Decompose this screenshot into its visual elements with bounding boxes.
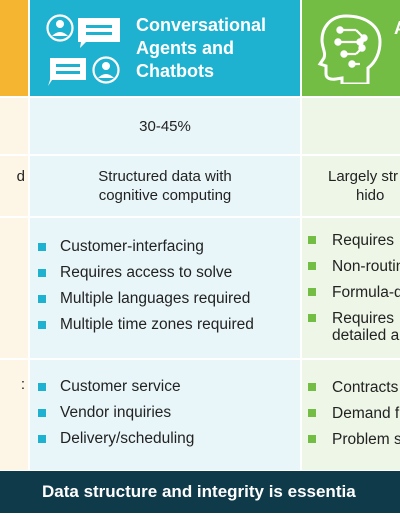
list-item: Formula-d	[308, 283, 400, 302]
header-title-line: Conversational	[136, 15, 267, 35]
list-item: Customer service	[38, 377, 194, 397]
header-ai-title-fragment: A	[394, 18, 400, 39]
list-item: Non-routin	[308, 257, 400, 276]
row-characteristics-left	[0, 218, 28, 358]
square-bullet-icon	[308, 236, 316, 244]
square-bullet-icon	[308, 288, 316, 296]
row-data-type-mid: Structured data with cognitive computing	[30, 156, 300, 216]
data-type-text: Structured data with cognitive computing	[30, 156, 300, 216]
footer-text: Data structure and integrity is essentia	[42, 482, 356, 501]
right-data-type-line: hido	[356, 187, 385, 204]
square-bullet-icon	[38, 435, 46, 443]
square-bullet-icon	[38, 383, 46, 391]
list-item: Contracts	[308, 378, 400, 397]
right-characteristics-list: Requires Non-routin Formula-d Requires d…	[308, 231, 400, 352]
header-title: Conversational Agents and Chatbots	[136, 14, 266, 83]
square-bullet-icon	[38, 409, 46, 417]
header-left-column	[0, 0, 28, 96]
list-item: Delivery/scheduling	[38, 429, 194, 449]
list-item: Demand f	[308, 404, 400, 423]
list-item: Problem s	[308, 430, 400, 449]
use-cases-list: Customer service Vendor inquiries Delive…	[38, 377, 194, 455]
list-item: Requires	[308, 231, 400, 250]
square-bullet-icon	[308, 262, 316, 270]
square-bullet-icon	[38, 321, 46, 329]
row-use-cases-mid: Customer service Vendor inquiries Delive…	[30, 360, 300, 470]
list-item: detailed a	[332, 327, 400, 344]
square-bullet-icon	[308, 435, 316, 443]
header-conversational-agents: Conversational Agents and Chatbots	[30, 0, 300, 96]
header-ai-column: A	[302, 0, 400, 96]
square-bullet-icon	[38, 269, 46, 277]
person-chat-icon	[46, 14, 120, 86]
square-bullet-icon	[308, 383, 316, 391]
row-characteristics-right: Requires Non-routin Formula-d Requires d…	[302, 218, 400, 358]
row-data-type-left: d	[0, 156, 28, 216]
header-title-line: Agents and	[136, 38, 235, 58]
right-data-type-line: Largely str	[328, 168, 399, 185]
list-item: Requires access to solve	[38, 263, 254, 283]
row-percent-left	[0, 98, 28, 154]
row-use-cases-right: Contracts Demand f Problem s	[302, 360, 400, 470]
square-bullet-icon	[38, 243, 46, 251]
row-percent-right	[302, 98, 400, 154]
footer-banner: Data structure and integrity is essentia	[0, 471, 400, 513]
list-item: Multiple time zones required	[38, 315, 254, 335]
characteristics-list: Customer-interfacing Requires access to …	[38, 237, 254, 341]
list-item: Multiple languages required	[38, 289, 254, 309]
square-bullet-icon	[308, 409, 316, 417]
right-use-cases-list: Contracts Demand f Problem s	[308, 378, 400, 456]
list-item: Requires	[308, 309, 400, 328]
row-use-cases-left: :	[0, 360, 28, 470]
header-title-line: Chatbots	[136, 61, 214, 81]
ai-head-icon	[317, 14, 382, 84]
list-item: Customer-interfacing	[38, 237, 254, 257]
left-text-fragment: :	[20, 376, 25, 393]
square-bullet-icon	[308, 314, 316, 322]
list-item: Vendor inquiries	[38, 403, 194, 423]
row-characteristics-mid: Customer-interfacing Requires access to …	[30, 218, 300, 358]
square-bullet-icon	[38, 295, 46, 303]
data-type-line: Structured data with	[98, 168, 232, 185]
row-percent-mid: 30-45%	[30, 98, 300, 154]
left-text-fragment: d	[16, 168, 25, 185]
percent-value: 30-45%	[139, 117, 191, 135]
data-type-line: cognitive computing	[98, 187, 232, 204]
row-data-type-right: Largely str hido	[302, 156, 400, 216]
